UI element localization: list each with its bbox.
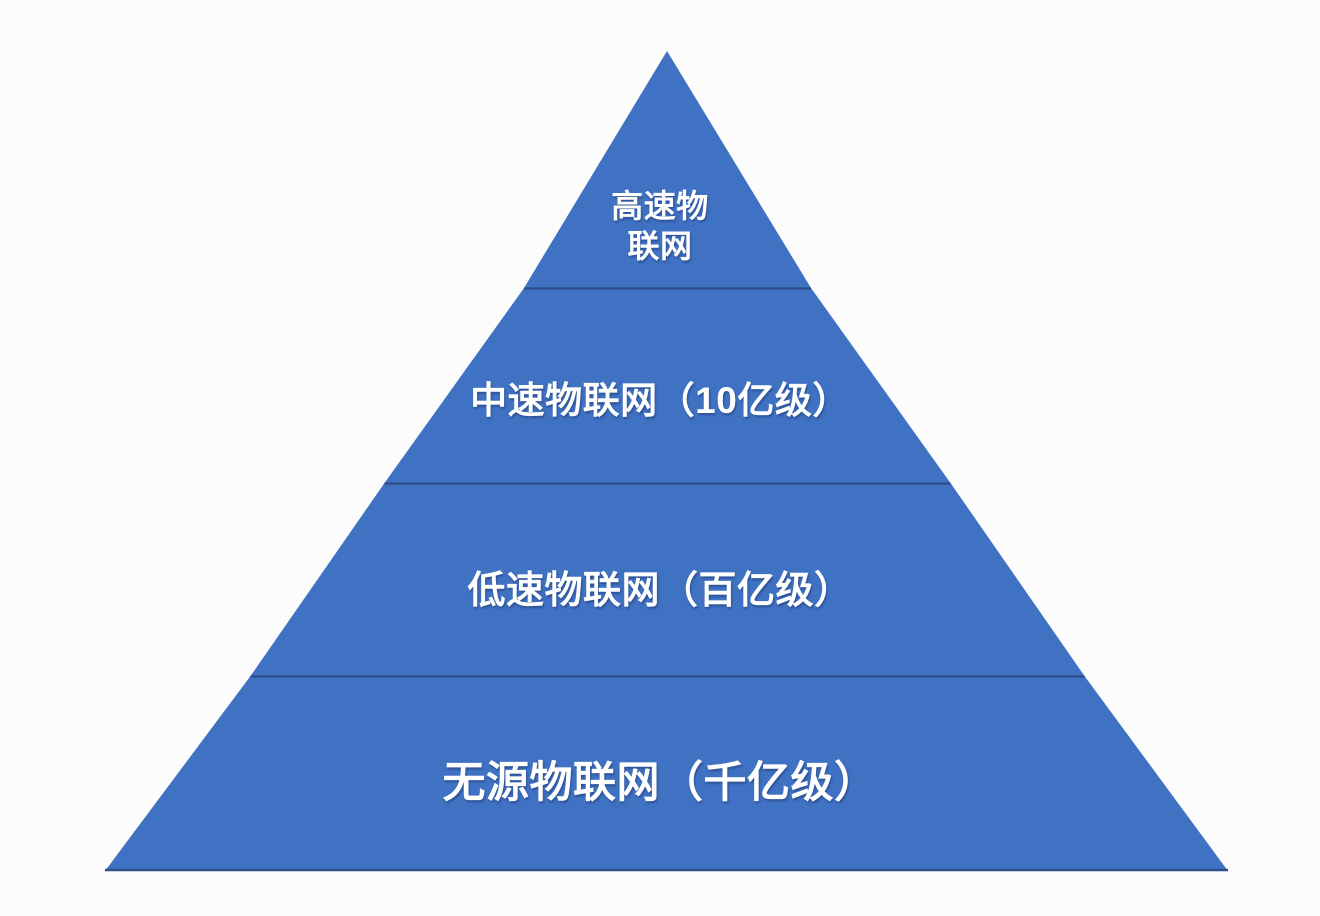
pyramid-tier-3-shape[interactable] <box>250 483 1085 676</box>
pyramid-tier-2-shape[interactable] <box>384 288 951 483</box>
pyramid-tier-4-shape[interactable] <box>105 676 1228 871</box>
pyramid-tier-1-shape[interactable] <box>524 51 811 288</box>
